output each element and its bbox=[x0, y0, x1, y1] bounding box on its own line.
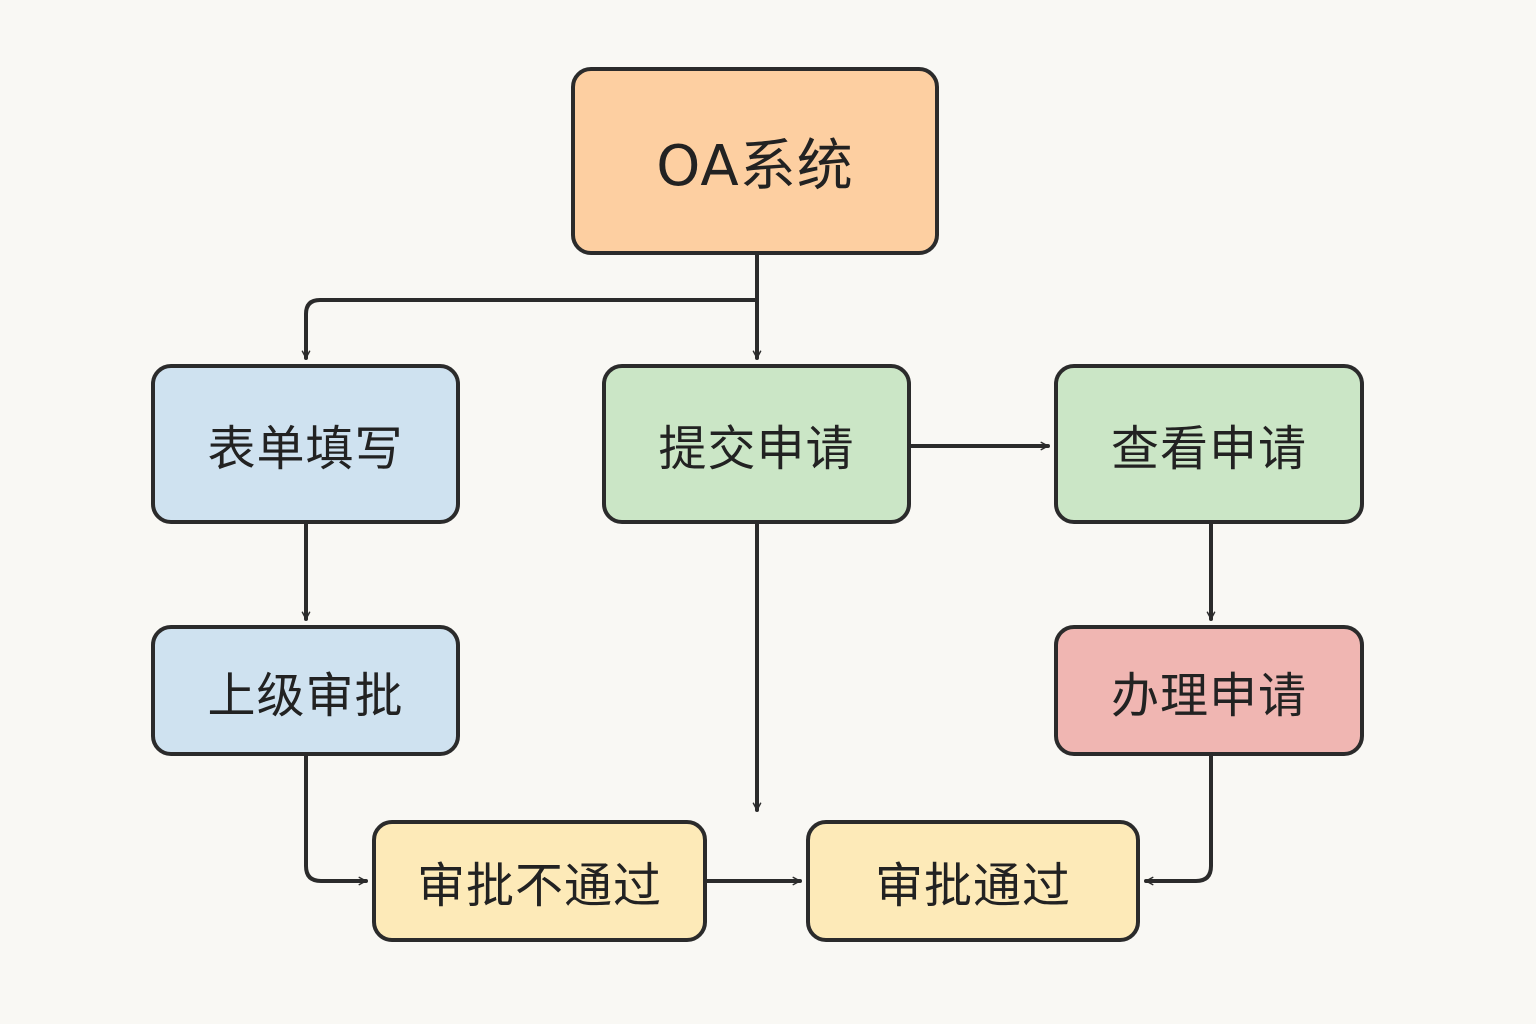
edge-handle-to-approve bbox=[1144, 754, 1213, 886]
node-approval-rejected-label: 审批不通过 bbox=[416, 858, 662, 914]
node-oa-system[interactable]: OA系统 bbox=[571, 67, 939, 255]
edge-oa-to-form bbox=[301, 253, 759, 360]
node-approval-passed-label: 审批通过 bbox=[874, 858, 1071, 914]
edge-superior-to-reject bbox=[304, 754, 368, 886]
node-view-application[interactable]: 查看申请 bbox=[1054, 364, 1364, 524]
node-oa-system-label: OA系统 bbox=[656, 133, 854, 199]
node-form-fill[interactable]: 表单填写 bbox=[151, 364, 460, 524]
node-superior-approval[interactable]: 上级审批 bbox=[151, 625, 460, 756]
node-submit-application-label: 提交申请 bbox=[658, 421, 855, 477]
node-submit-application[interactable]: 提交申请 bbox=[602, 364, 911, 524]
node-handle-application[interactable]: 办理申请 bbox=[1054, 625, 1364, 756]
node-form-fill-label: 表单填写 bbox=[207, 421, 404, 477]
node-approval-passed[interactable]: 审批通过 bbox=[806, 820, 1140, 942]
node-approval-rejected[interactable]: 审批不通过 bbox=[372, 820, 707, 942]
node-handle-application-label: 办理申请 bbox=[1110, 667, 1307, 724]
node-superior-approval-label: 上级审批 bbox=[207, 667, 404, 724]
node-view-application-label: 查看申请 bbox=[1110, 421, 1307, 477]
